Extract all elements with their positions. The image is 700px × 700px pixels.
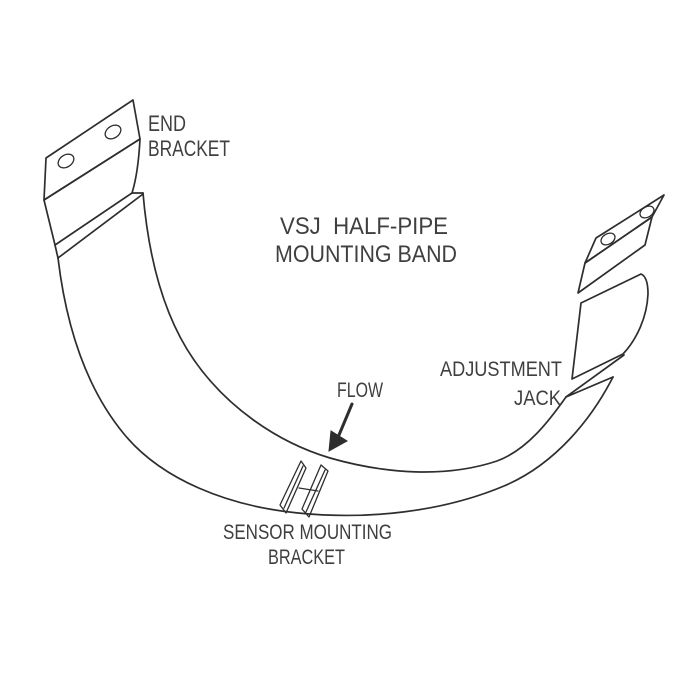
bolt-hole-icon: [639, 205, 655, 219]
flow-arrow-shaft: [337, 402, 354, 437]
bolt-hole-icon: [104, 124, 122, 140]
sensor-mounting-bracket: [279, 460, 329, 518]
band-outer-edge: [57, 257, 614, 517]
end-bracket-front-plate: [43, 138, 141, 246]
jack-end-bracket-top-plate: [584, 194, 665, 264]
sensor-bracket-left-flange-edge: [283, 465, 304, 509]
sensor-bracket-left-flange: [279, 460, 307, 514]
end-bracket-label-line2: BRACKET: [148, 136, 230, 161]
flow-arrow: [328, 402, 354, 452]
adjustment-jack-label-line2: JACK: [514, 387, 561, 410]
bolt-hole-icon: [57, 153, 75, 169]
diagram-labels: END BRACKET VSJ HALF-PIPE MOUNTING BAND …: [148, 111, 562, 569]
flow-label: FLOW: [337, 379, 383, 402]
sensor-bracket-label-line2: BRACKET: [268, 546, 345, 569]
sensor-bracket-right-flange: [301, 464, 329, 518]
end-bracket: [43, 99, 141, 259]
sensor-bracket-crossbar: [298, 487, 319, 492]
end-bracket-top-plate: [43, 99, 141, 201]
jack-end-bracket-front-plate: [577, 216, 653, 294]
band-inner-edge: [142, 192, 567, 473]
mounting-band: [57, 192, 625, 517]
adjustment-jack-body: [571, 273, 649, 380]
band-right-end-wedge: [565, 354, 625, 398]
diagram-title-line1: VSJ HALF-PIPE: [280, 213, 448, 240]
bolt-hole-icon: [600, 232, 616, 246]
flow-arrowhead-icon: [328, 430, 348, 452]
adjustment-jack-label-line1: ADJUSTMENT: [440, 358, 562, 381]
diagram-title-line2: MOUNTING BAND: [275, 241, 457, 268]
sensor-bracket-label-line1: SENSOR MOUNTING: [223, 521, 392, 544]
end-bracket-label-line1: END: [148, 111, 186, 136]
end-bracket-foot-edge: [54, 244, 59, 259]
band-end-edge: [57, 192, 144, 259]
adjustment-jack-assembly: [571, 194, 665, 380]
